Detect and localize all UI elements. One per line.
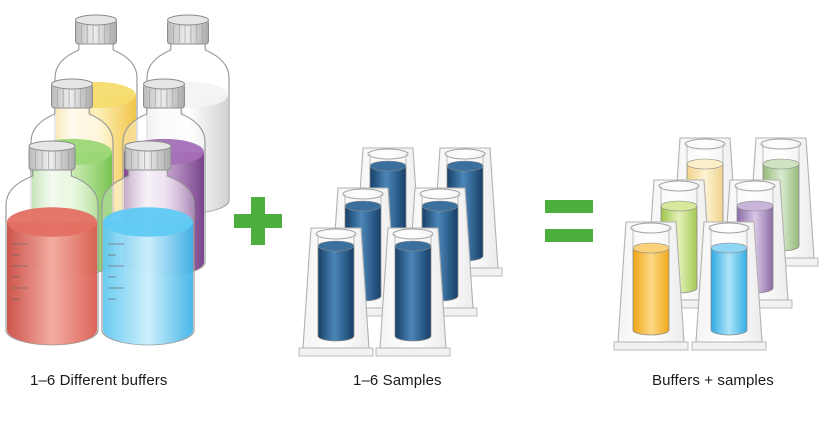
equals-sign-icon [545, 200, 593, 242]
cuvette-icon [613, 221, 689, 351]
buffers-caption: 1–6 Different buffers [30, 372, 168, 389]
buffer-bottles-group [5, 14, 230, 346]
samples-caption: 1–6 Samples [353, 372, 442, 389]
plus-sign-icon [234, 197, 282, 245]
cuvette-icon [691, 221, 767, 351]
cuvette-icon [375, 227, 451, 357]
buffer-bottle-icon [5, 140, 99, 346]
sample-cuvettes-group [298, 147, 503, 357]
cuvette-icon [298, 227, 374, 357]
mixed-cuvettes-group [613, 137, 819, 351]
buffers-plus-samples-caption: Buffers + samples [652, 372, 774, 389]
buffer-bottle-icon [101, 140, 195, 346]
